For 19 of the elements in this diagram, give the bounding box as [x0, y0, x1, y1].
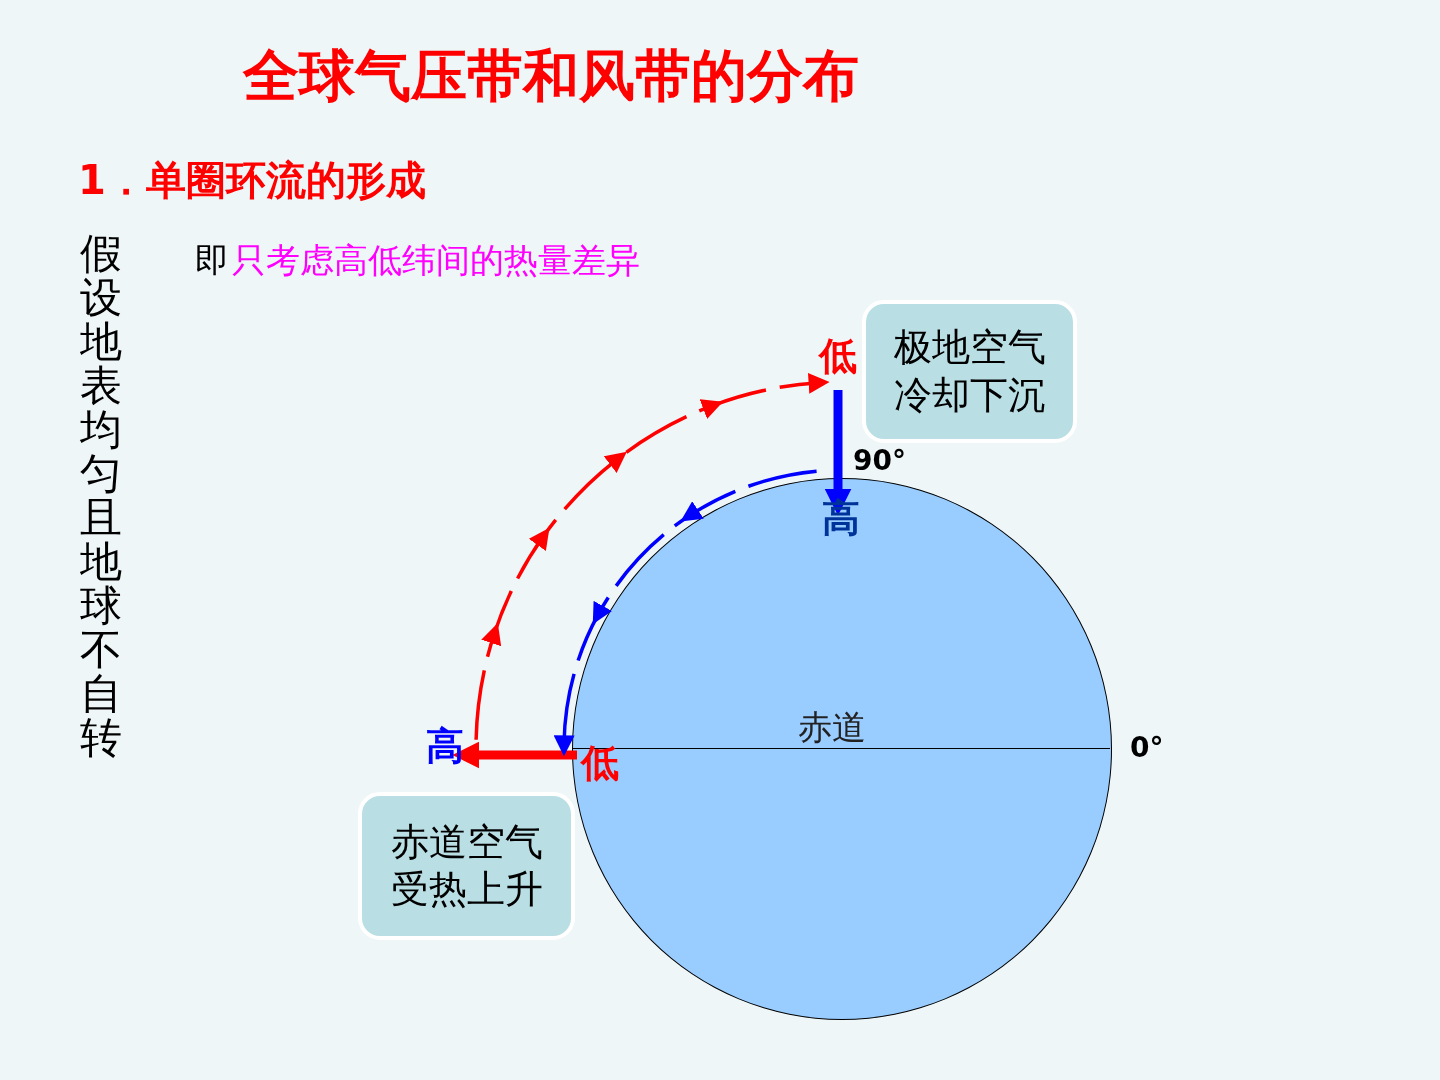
note-text: 即: [195, 242, 229, 280]
vertical-note: 假设地表均匀且地球不自转: [79, 232, 123, 760]
latitude-label: 0°: [1130, 733, 1164, 764]
callout-box: [862, 300, 1077, 443]
arrow: [474, 373, 830, 740]
title: 全球气压带和风带的分布: [243, 45, 859, 107]
low-pressure-label: 低: [577, 741, 623, 785]
high-pressure-label: 高: [818, 496, 864, 540]
note-text: 只考虑高低纬间的热量差异: [232, 242, 640, 280]
callout-text: 赤道空气受热上升: [389, 818, 544, 913]
latitude-label: 90°: [853, 446, 906, 477]
low-pressure-label: 低: [815, 334, 861, 378]
high-pressure-label: 高: [420, 724, 470, 768]
callout-box: [358, 792, 575, 940]
arrow: [452, 741, 577, 769]
equator-label: 赤道: [798, 706, 866, 749]
section-heading: 1．单圈环流的形成: [78, 158, 426, 202]
callout-text: 极地空气冷却下沉: [892, 324, 1047, 419]
arrow: [554, 469, 817, 756]
